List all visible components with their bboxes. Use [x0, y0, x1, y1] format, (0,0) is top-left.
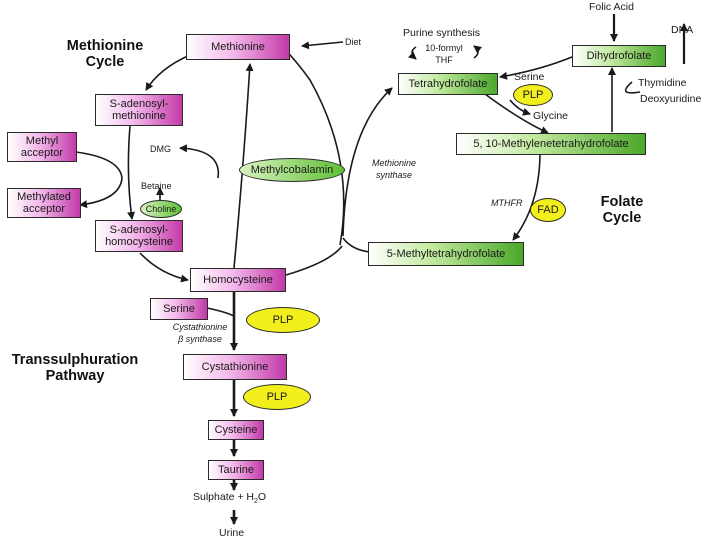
label-glycine: Glycine — [533, 110, 569, 122]
arrow-diet-to-methionine — [301, 41, 344, 50]
label-mthfr: MTHFR — [491, 198, 523, 208]
node-s-adenosylmethionine: S-adenosyl- methionine — [95, 94, 183, 126]
node-s-adenosylhomocysteine: S-adenosyl- homocysteine — [95, 220, 183, 252]
heading-transsulphuration: Transsulphuration Pathway — [0, 352, 150, 384]
node-homocysteine: Homocysteine — [190, 268, 286, 292]
node-label-line: S-adenosyl- — [109, 98, 169, 110]
oval-fad: FAD — [530, 198, 566, 222]
arrow-methyltetrahydrofolate-to-loop — [342, 237, 371, 253]
label-line: Cystathionine — [172, 322, 228, 332]
arrow-sah-to-homocysteine — [139, 252, 189, 283]
heading-methionine-cycle: Methionine Cycle — [50, 38, 160, 70]
heading-line: Pathway — [45, 368, 105, 384]
node-methyl-acceptor: Methyl acceptor — [7, 132, 77, 162]
label-urine: Urine — [219, 527, 245, 539]
node-label: Serine — [163, 303, 195, 315]
node-taurine: Taurine — [208, 460, 264, 480]
node-label-line: acceptor — [20, 147, 64, 159]
arrow-methionine-to-sam — [145, 54, 191, 91]
label-line: 10-formyl — [425, 43, 463, 53]
oval-label: PLP — [266, 391, 288, 403]
oval-label: PLP — [522, 89, 544, 101]
node-serine: Serine — [150, 298, 208, 320]
arrow-methylene-to-methylthf — [512, 151, 541, 241]
label-folic-acid: Folic Acid — [589, 1, 634, 13]
arrow-loop-to-tetrahydrofolate — [342, 87, 393, 237]
node-methionine: Methionine — [186, 34, 290, 60]
label-diet: Diet — [345, 37, 362, 47]
label-dna: DNA — [671, 24, 694, 36]
oval-label: Methylcobalamin — [250, 164, 334, 176]
oval-plp-cbs: PLP — [246, 307, 320, 333]
heading-line: Cycle — [85, 54, 125, 70]
label-line: THF — [435, 55, 453, 65]
arrow-homocysteine-to-loop — [285, 245, 343, 276]
label-10-formyl-thf: 10-formyl THF — [419, 42, 469, 66]
node-methyltetrahydrofolate: 5-Methyltetrahydrofolate — [368, 242, 524, 266]
label-cystathionine-synthase: Cystathionine β synthase — [160, 321, 240, 345]
label-line: Methionine — [371, 158, 417, 168]
node-label: Cysteine — [214, 424, 258, 436]
node-methylated-acceptor: Methylated acceptor — [7, 188, 81, 218]
label-dmg: DMG — [150, 144, 171, 154]
label-sulphate: Sulphate + H2O — [193, 491, 266, 508]
arrow-thf-to-methylene — [484, 93, 549, 134]
label-line: β synthase — [178, 334, 222, 344]
node-label-line: methionine — [112, 110, 166, 122]
node-label-line: acceptor — [22, 203, 66, 215]
label-sulphate-subscript: 2 — [254, 498, 258, 506]
node-cysteine: Cysteine — [208, 420, 264, 440]
arrow-purine-right — [473, 45, 482, 59]
label-sulphate-text: Sulphate + H — [193, 491, 255, 503]
arrow-methyl-acceptor — [75, 151, 123, 209]
arrow-serine-join — [206, 307, 235, 317]
oval-methylcobalamin: Methylcobalamin — [239, 158, 345, 182]
heading-line: Cycle — [602, 210, 642, 226]
arrow-homocysteine-to-methionine — [233, 63, 254, 269]
node-methylenetetrahydrofolate: 5, 10-Methylenetetrahydrofolate — [456, 133, 646, 155]
node-cystathionine: Cystathionine — [183, 354, 287, 380]
label-sulphate-suffix: O — [257, 491, 267, 503]
oval-plp-cysteine: PLP — [243, 384, 311, 410]
node-label-line: S-adenosyl- — [109, 224, 169, 236]
label-methionine-synthase: Methionine synthase — [362, 157, 426, 181]
label-thymidine: Thymidine — [638, 77, 687, 89]
node-label-line: Methyl — [25, 135, 59, 147]
arrow-betaine-to-dmg — [179, 144, 220, 179]
label-line: synthase — [375, 170, 413, 180]
arrow-sam-to-sah — [127, 125, 136, 220]
heading-line: Transsulphuration — [11, 352, 139, 368]
arrow-serine-to-glycine — [509, 99, 531, 116]
label-betaine: Betaine — [141, 181, 172, 191]
node-label: Tetrahydrofolate — [408, 78, 488, 90]
heading-line: Methionine — [66, 38, 144, 54]
heading-line: Folate — [600, 194, 644, 210]
oval-choline: Choline — [140, 200, 182, 218]
oval-label: Choline — [145, 204, 177, 214]
oval-label: FAD — [537, 204, 559, 216]
label-purine-synthesis: Purine synthesis — [403, 27, 481, 39]
node-tetrahydrofolate: Tetrahydrofolate — [398, 73, 498, 95]
heading-folate-cycle: Folate Cycle — [582, 194, 662, 226]
node-label: Dihydrofolate — [586, 50, 652, 62]
node-dihydrofolate: Dihydrofolate — [572, 45, 666, 67]
label-serine-folate: Serine — [514, 71, 545, 83]
node-label: Homocysteine — [203, 274, 273, 286]
arrow-loop-to-methionine — [271, 37, 345, 246]
oval-label: PLP — [272, 314, 294, 326]
node-label: 5-Methyltetrahydrofolate — [386, 248, 506, 260]
arrow-dhf-to-thf — [499, 56, 573, 80]
oval-plp-folate: PLP — [513, 84, 553, 106]
node-label-line: Methylated — [17, 191, 71, 203]
node-label-line: homocysteine — [105, 236, 173, 248]
node-label: 5, 10-Methylenetetrahydrofolate — [473, 138, 629, 150]
node-label: Taurine — [217, 464, 255, 476]
arrow-purine-left — [408, 46, 417, 60]
arrow-deoxyuridine-to-thymidine — [624, 81, 641, 94]
node-label: Methionine — [211, 41, 265, 53]
label-deoxyuridine: Deoxyuridine — [640, 93, 702, 105]
node-label: Cystathionine — [201, 361, 269, 373]
